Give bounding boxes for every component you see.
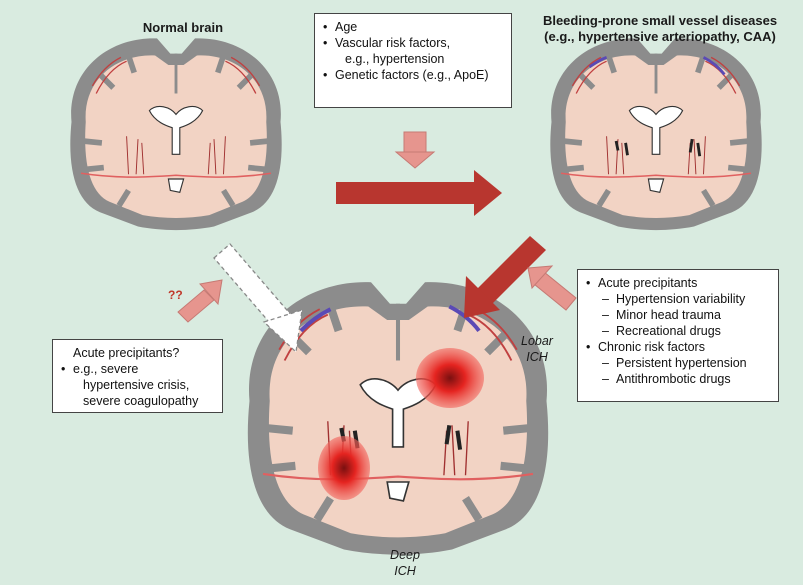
precipitants-risk-list: Acute precipitantsHypertension variabili… <box>586 275 770 387</box>
disease-title-line1: Bleeding-prone small vessel diseases <box>520 13 800 29</box>
dashed-arrow-normal-to-ich <box>214 244 302 352</box>
deep-hemorrhage <box>318 436 370 500</box>
acute-box-left-item: severe coagulopathy <box>61 393 214 409</box>
deep-label-line2: ICH <box>380 563 430 579</box>
acute-precipitants-list: Acute precipitants?e.g., severehypertens… <box>61 345 214 409</box>
risk-box-item: Vascular risk factors, <box>323 35 503 51</box>
diseased-brain-illustration <box>550 38 761 230</box>
precip-box-right-item: Antithrombotic drugs <box>586 371 770 387</box>
precipitants-risk-box: Acute precipitantsHypertension variabili… <box>577 269 779 402</box>
acute-box-left-item: hypertensive crisis, <box>61 377 214 393</box>
lobar-ich-label: Lobar ICH <box>512 333 562 365</box>
arrow-precip-left <box>178 280 222 322</box>
arrow-risk-to-main <box>396 132 434 168</box>
acute-box-left-item: Acute precipitants? <box>61 345 214 361</box>
arrow-normal-to-disease <box>336 170 502 216</box>
acute-box-left-item: e.g., severe <box>61 361 214 377</box>
precip-box-right-item: Chronic risk factors <box>586 339 770 355</box>
precip-box-right-item: Hypertension variability <box>586 291 770 307</box>
normal-brain-title: Normal brain <box>118 20 248 36</box>
deep-ich-label: Deep ICH <box>380 547 430 579</box>
risk-factors-box: AgeVascular risk factors,e.g., hypertens… <box>314 13 512 108</box>
risk-box-item: e.g., hypertension <box>323 51 503 67</box>
deep-label-line1: Deep <box>380 547 430 563</box>
risk-box-item: Genetic factors (e.g., ApoE) <box>323 67 503 83</box>
risk-factors-list: AgeVascular risk factors,e.g., hypertens… <box>323 19 503 83</box>
lobar-label-line2: ICH <box>512 349 562 365</box>
arrow-precip-right <box>528 266 576 310</box>
acute-precipitants-box: Acute precipitants?e.g., severehypertens… <box>52 339 223 413</box>
lobar-hemorrhage <box>416 348 484 408</box>
unknown-marker: ?? <box>168 288 183 302</box>
lobar-label-line1: Lobar <box>512 333 562 349</box>
precip-box-right-item: Persistent hypertension <box>586 355 770 371</box>
risk-box-item: Age <box>323 19 503 35</box>
precip-box-right-item: Acute precipitants <box>586 275 770 291</box>
precip-box-right-item: Minor head trauma <box>586 307 770 323</box>
disease-title: Bleeding-prone small vessel diseases (e.… <box>520 13 800 45</box>
precip-box-right-item: Recreational drugs <box>586 323 770 339</box>
disease-title-line2: (e.g., hypertensive arteriopathy, CAA) <box>520 29 800 45</box>
normal-brain-illustration <box>70 38 281 230</box>
